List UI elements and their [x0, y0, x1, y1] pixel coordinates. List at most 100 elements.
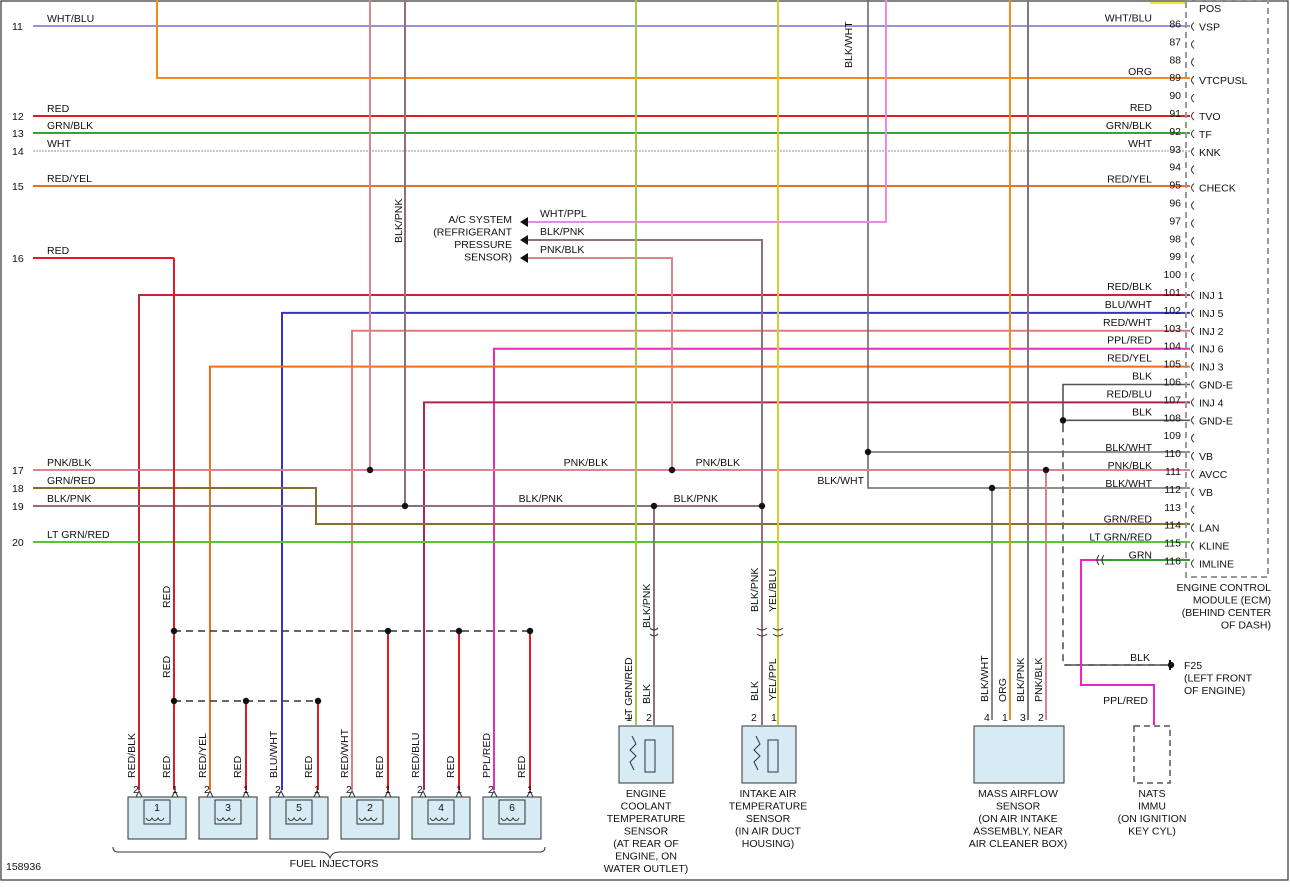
ecm-label: MODULE (ECM): [1193, 595, 1271, 607]
injector-wire-color: RED/BLU: [410, 732, 422, 778]
iat-sensor-label: SENSOR: [746, 813, 791, 825]
injector-pin-number: 2: [275, 784, 281, 796]
maf-wire-color: ORG: [997, 678, 1009, 702]
ect-sensor-label: WATER OUTLET): [604, 863, 689, 875]
wire-ppl-red-inj6: [493, 347, 1190, 790]
ac-sensor-wire-color: PNK/BLK: [540, 244, 584, 256]
injector-wire-color: RED: [374, 755, 386, 778]
ecm-pin-function: VTCPUSL: [1199, 75, 1248, 87]
ecm-pin-function: INJ 5: [1199, 308, 1224, 320]
ecm-wire-color: RED/BLK: [1107, 281, 1152, 293]
wire-pnk-blk-ac: [524, 257, 673, 470]
wire-org-vtcpusl: [156, 0, 1190, 79]
ecm-pin-number: 86: [1169, 19, 1181, 31]
iat-thermistor-symbol: [753, 735, 779, 773]
injector-pin-number: 2: [346, 784, 352, 796]
injector-number: 3: [225, 802, 231, 814]
ac-sensor-label: (REFRIGERANT: [433, 227, 512, 239]
ect-wire-color: BLK: [641, 684, 653, 704]
injector-pin-symbol: [277, 789, 321, 798]
avcc-splice: [1042, 466, 1050, 474]
ecm-pin-terminal: [1191, 290, 1195, 300]
ecm-pin-function: INJ 1: [1199, 290, 1224, 302]
injector-coil-symbol: [145, 817, 165, 821]
ecm-wire-color: BLK/WHT: [1105, 442, 1152, 454]
ecm-pin-terminal: [1191, 380, 1195, 389]
left-pin-wire-color: WHT/BLU: [47, 13, 94, 25]
wire-label: BLK/PNK: [519, 493, 563, 505]
wire-red-blu-inj4: [423, 401, 1190, 790]
ecm-label: OF DASH): [1221, 620, 1271, 632]
iat-pin-number: 2: [751, 712, 757, 724]
ecm-pin-function: TF: [1199, 129, 1212, 141]
ecm-pin-function: CHECK: [1199, 183, 1236, 195]
ect-sensor-label: ENGINE, ON: [615, 851, 677, 863]
ground-point: [1167, 661, 1175, 669]
ecm-pin-number: 93: [1169, 144, 1181, 156]
ecm-pin-terminal: [1191, 22, 1195, 31]
injector-body: [340, 796, 400, 840]
ecm-wire-color: GRN: [1129, 550, 1152, 562]
figure-id: 158936: [6, 861, 41, 873]
wire-blk-ground-dashed: [1062, 438, 1168, 666]
ecm-pin-number: 107: [1163, 394, 1181, 406]
ecm-wire-color: RED: [1130, 102, 1153, 114]
left-pin-number: 13: [12, 128, 24, 140]
iat-sensor-label: INTAKE AIR: [740, 788, 797, 800]
injector-coil: [143, 799, 171, 825]
ecm-pin-function: VB: [1199, 451, 1213, 463]
ecm-pin-number: 114: [1164, 520, 1181, 532]
ect-pin-number: 2: [646, 712, 652, 724]
maf-wire-color: BLK/WHT: [979, 655, 991, 702]
ecm-pin-number: 94: [1169, 162, 1181, 174]
ecm-pin-number: 109: [1163, 430, 1181, 442]
injector-feed-splice: [242, 697, 250, 705]
ac-sensor-wire-color: BLK/PNK: [540, 226, 584, 238]
ecm-pin-terminal: [1191, 559, 1195, 568]
injector-wire-color: RED/WHT: [339, 728, 351, 778]
ecm-wire-color: PPL/RED: [1107, 335, 1152, 347]
ecm-pin-terminal: [1191, 57, 1195, 67]
vertical-wire-label: BLK/PNK: [393, 199, 405, 243]
wire-label: BLK/WHT: [817, 475, 864, 487]
injector-pin-number: 1: [527, 784, 533, 796]
ecm-pin-terminal: [1191, 254, 1195, 264]
vertical-wire-label: BLK/WHT: [843, 21, 855, 68]
ecm-pin-function: VB: [1199, 487, 1213, 499]
ecm-pin-function: POS: [1199, 3, 1221, 15]
ecm-wire-color: BLK: [1132, 406, 1152, 418]
injector-pin-number: 1: [314, 784, 320, 796]
injector-wire-color: PPL/RED: [481, 733, 493, 778]
ecm-pin-function: LAN: [1199, 523, 1219, 535]
ect-sensor-label: (AT REAR OF: [613, 838, 679, 850]
ecm-pin-terminal: [1191, 236, 1195, 246]
injector-body: [411, 796, 471, 840]
ecm-pin-number: 105: [1163, 359, 1181, 371]
wire-blk-wht-vb-112: [867, 452, 1190, 489]
injector-pin-number: 2: [133, 784, 139, 796]
nats-wire-color: PPL/RED: [1103, 695, 1148, 707]
ecm-pin-number: 92: [1169, 126, 1181, 138]
ecm-wire-color: BLK/WHT: [1105, 478, 1152, 490]
left-pin-number: 11: [12, 21, 23, 33]
injector-coil-symbol: [500, 817, 520, 821]
ground-label: F25: [1184, 660, 1202, 672]
ecm-wire-color: PNK/BLK: [1108, 460, 1152, 472]
nats-immu-outline: [1133, 725, 1171, 784]
ect-sensor-label: COOLANT: [621, 801, 672, 813]
wire-blk-pnk-ac: [524, 239, 763, 506]
ecm-pin-number: 96: [1169, 198, 1181, 210]
ecm-pin-number: 103: [1163, 323, 1181, 335]
ect-sensor-label: SENSOR: [624, 826, 669, 838]
ecm-pin-function: INJ 2: [1199, 326, 1224, 338]
ecm-wire-color: WHT/BLU: [1105, 13, 1152, 25]
ecm-pin-terminal: [1191, 541, 1195, 550]
injector-coil-symbol: [429, 817, 449, 821]
injector-coil: [427, 799, 455, 825]
ecm-pin-function: INJ 3: [1199, 362, 1224, 374]
ecm-wire-color: BLU/WHT: [1105, 299, 1153, 311]
injector-feed-splice: [455, 627, 463, 635]
injector-wire-color: RED: [303, 755, 315, 778]
maf-pin-number: 3: [1020, 712, 1026, 724]
